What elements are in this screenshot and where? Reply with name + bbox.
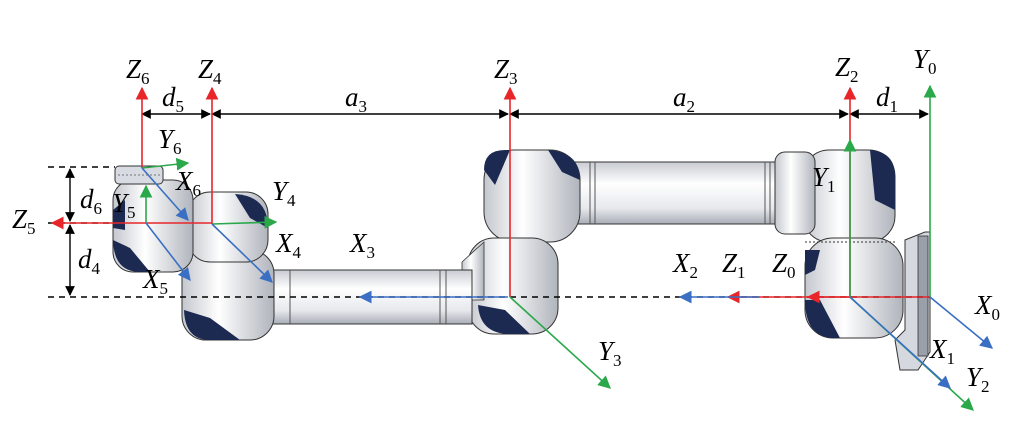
base-flange bbox=[894, 231, 931, 371]
x4-axis bbox=[211, 223, 273, 283]
label-z5: Z5 bbox=[12, 204, 36, 238]
label-y5: Y5 bbox=[112, 188, 136, 222]
label-z3: Z3 bbox=[494, 54, 518, 88]
label-a3: a3 bbox=[345, 82, 367, 116]
label-d1: d1 bbox=[876, 82, 898, 116]
upper-arm-link bbox=[559, 151, 816, 235]
label-x3: X3 bbox=[349, 228, 375, 262]
label-z4: Z4 bbox=[198, 54, 222, 88]
y6-axis bbox=[141, 157, 190, 171]
label-z6: Z6 bbox=[126, 54, 150, 88]
label-d5: d5 bbox=[162, 82, 184, 116]
x5-axis bbox=[145, 222, 191, 282]
label-y6: Y6 bbox=[158, 124, 182, 158]
label-y1: Y1 bbox=[812, 162, 836, 196]
label-y3: Y3 bbox=[598, 336, 622, 370]
label-x1: X1 bbox=[929, 334, 955, 368]
elbow-joint bbox=[461, 149, 581, 335]
wrist-joints bbox=[112, 165, 275, 341]
label-x5: X5 bbox=[142, 264, 168, 298]
label-x0: X0 bbox=[974, 290, 1000, 324]
label-z2: Z2 bbox=[835, 52, 859, 86]
shoulder-joint bbox=[802, 149, 904, 339]
label-x4: X4 bbox=[275, 228, 302, 262]
label-z1: Z1 bbox=[722, 248, 746, 282]
x6-axis bbox=[141, 167, 189, 221]
label-d4: d4 bbox=[78, 244, 101, 278]
y4-axis bbox=[211, 215, 278, 229]
label-y2: Y2 bbox=[966, 362, 990, 396]
x0-axis bbox=[929, 296, 993, 349]
label-y4: Y4 bbox=[272, 176, 296, 210]
label-x2: X2 bbox=[672, 248, 698, 282]
label-a2: a2 bbox=[673, 82, 695, 116]
label-d6: d6 bbox=[80, 184, 102, 218]
label-y0: Y0 bbox=[913, 44, 937, 78]
axis-labels: Z6 Z4 Z3 Z2 Y0 d5 a3 a2 d1 Y6 X6 Y4 Y1 d… bbox=[12, 44, 1000, 396]
label-x6: X6 bbox=[175, 166, 201, 200]
robot-arm bbox=[112, 149, 931, 371]
label-z0: Z0 bbox=[772, 248, 796, 282]
coordinate-axes bbox=[50, 84, 993, 411]
x1-axis bbox=[849, 296, 951, 389]
y3-axis bbox=[509, 296, 611, 389]
